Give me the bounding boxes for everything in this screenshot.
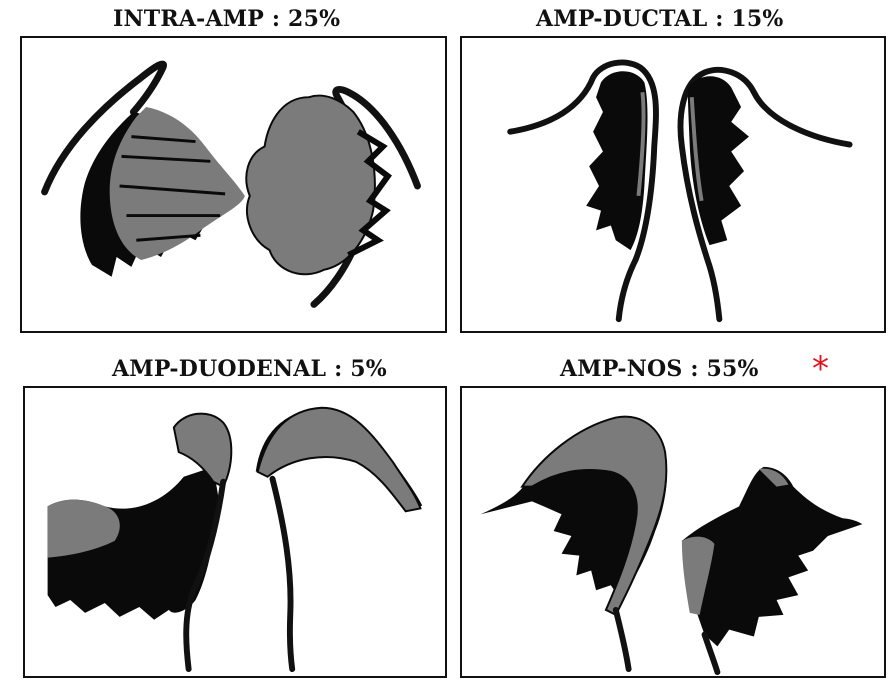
highlight-asterisk: * — [812, 352, 829, 386]
panel-amp-ductal — [460, 36, 886, 333]
label-amp-duodenal: AMP-DUODENAL : 5% — [112, 356, 387, 382]
label-amp-nos: AMP-NOS : 55% — [560, 356, 759, 382]
panel-amp-nos — [460, 386, 886, 678]
panel-intra-amp — [20, 36, 447, 333]
diagram-intra-amp — [22, 38, 445, 331]
panel-amp-duodenal — [23, 386, 447, 678]
label-intra-amp: INTRA-AMP : 25% — [113, 6, 340, 32]
diagram-amp-duodenal — [25, 388, 445, 676]
diagram-amp-ductal — [462, 38, 884, 331]
label-amp-ductal: AMP-DUCTAL : 15% — [536, 6, 784, 32]
diagram-amp-nos — [462, 388, 884, 676]
